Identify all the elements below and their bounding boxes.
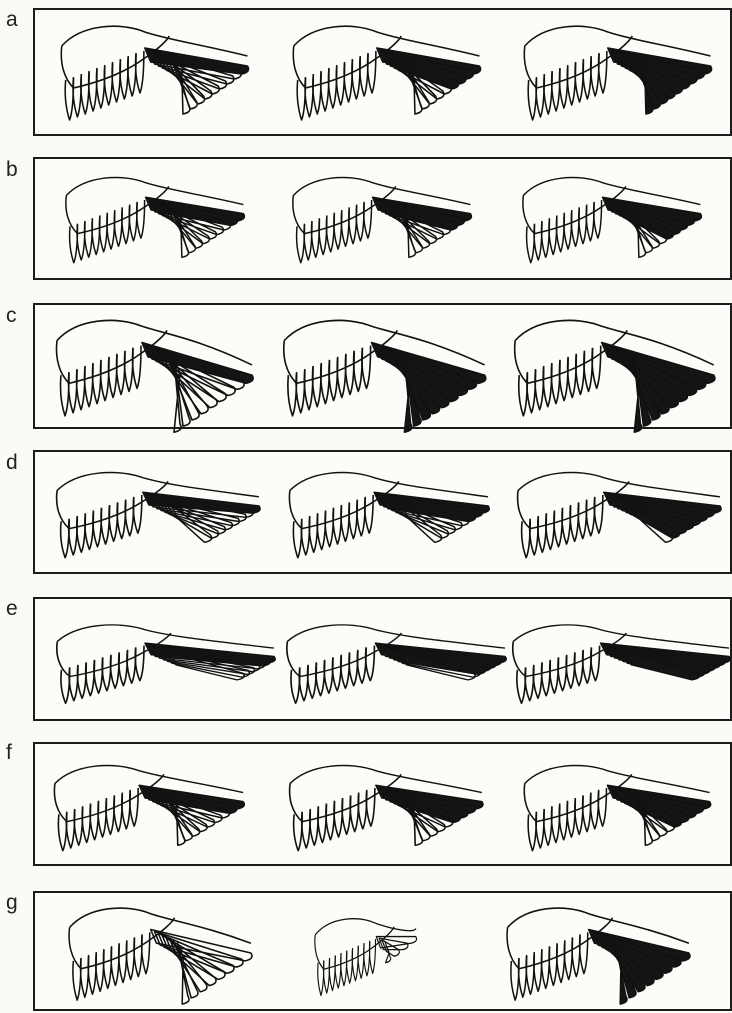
wing-drawing [52, 18, 267, 128]
wing-drawing [308, 912, 466, 1002]
wing-drawing [45, 758, 263, 858]
wing-a-2 [284, 18, 499, 128]
row-label-g: g [6, 891, 18, 915]
row-label-b: b [6, 158, 18, 182]
wing-e-1 [47, 618, 274, 710]
wing-g-3 [498, 900, 708, 1008]
wing-d-3 [508, 465, 730, 565]
wing-drawing [505, 312, 729, 424]
wing-leading-edge [315, 919, 416, 935]
wing-e-3 [503, 618, 729, 710]
wing-b-2 [284, 170, 489, 270]
wing-drawing [515, 758, 729, 858]
wing-drawing [60, 900, 270, 1008]
wing-drawing [280, 465, 498, 565]
wing-g-2 [308, 912, 466, 1002]
wing-g-1 [60, 900, 270, 1008]
wing-d-1 [47, 465, 269, 565]
row-label-f: f [6, 741, 12, 765]
wing-drawing [47, 465, 269, 565]
row-label-c: c [6, 304, 17, 328]
wing-leading-edge [290, 472, 488, 496]
row-label-e: e [6, 597, 18, 621]
wing-a-3 [515, 18, 730, 128]
wing-f-3 [515, 758, 729, 858]
wing-drawing [508, 465, 730, 565]
wing-drawing [277, 618, 505, 710]
wing-f-1 [45, 758, 263, 858]
wing-c-2 [274, 312, 500, 424]
wing-drawing [498, 900, 708, 1008]
wing-drawing [280, 758, 502, 858]
wing-e-2 [277, 618, 505, 710]
wing-drawing [57, 170, 262, 270]
row-label-d: d [6, 451, 18, 475]
wing-f-2 [280, 758, 502, 858]
wing-b-1 [57, 170, 262, 270]
wing-c-1 [47, 312, 267, 424]
wing-drawing [47, 618, 274, 710]
wing-drawing [514, 170, 719, 270]
wing-leading-edge [57, 472, 259, 496]
wing-d-2 [280, 465, 498, 565]
wing-a-1 [52, 18, 267, 128]
wing-drawing [47, 312, 267, 424]
wing-drawing [274, 312, 500, 424]
wing-b-3 [514, 170, 719, 270]
wing-leading-edge [518, 472, 720, 496]
wing-c-3 [505, 312, 729, 424]
wing-drawing [284, 18, 499, 128]
wing-drawing [284, 170, 489, 270]
row-label-a: a [6, 8, 18, 32]
wing-drawing [515, 18, 730, 128]
wing-drawing [503, 618, 729, 710]
